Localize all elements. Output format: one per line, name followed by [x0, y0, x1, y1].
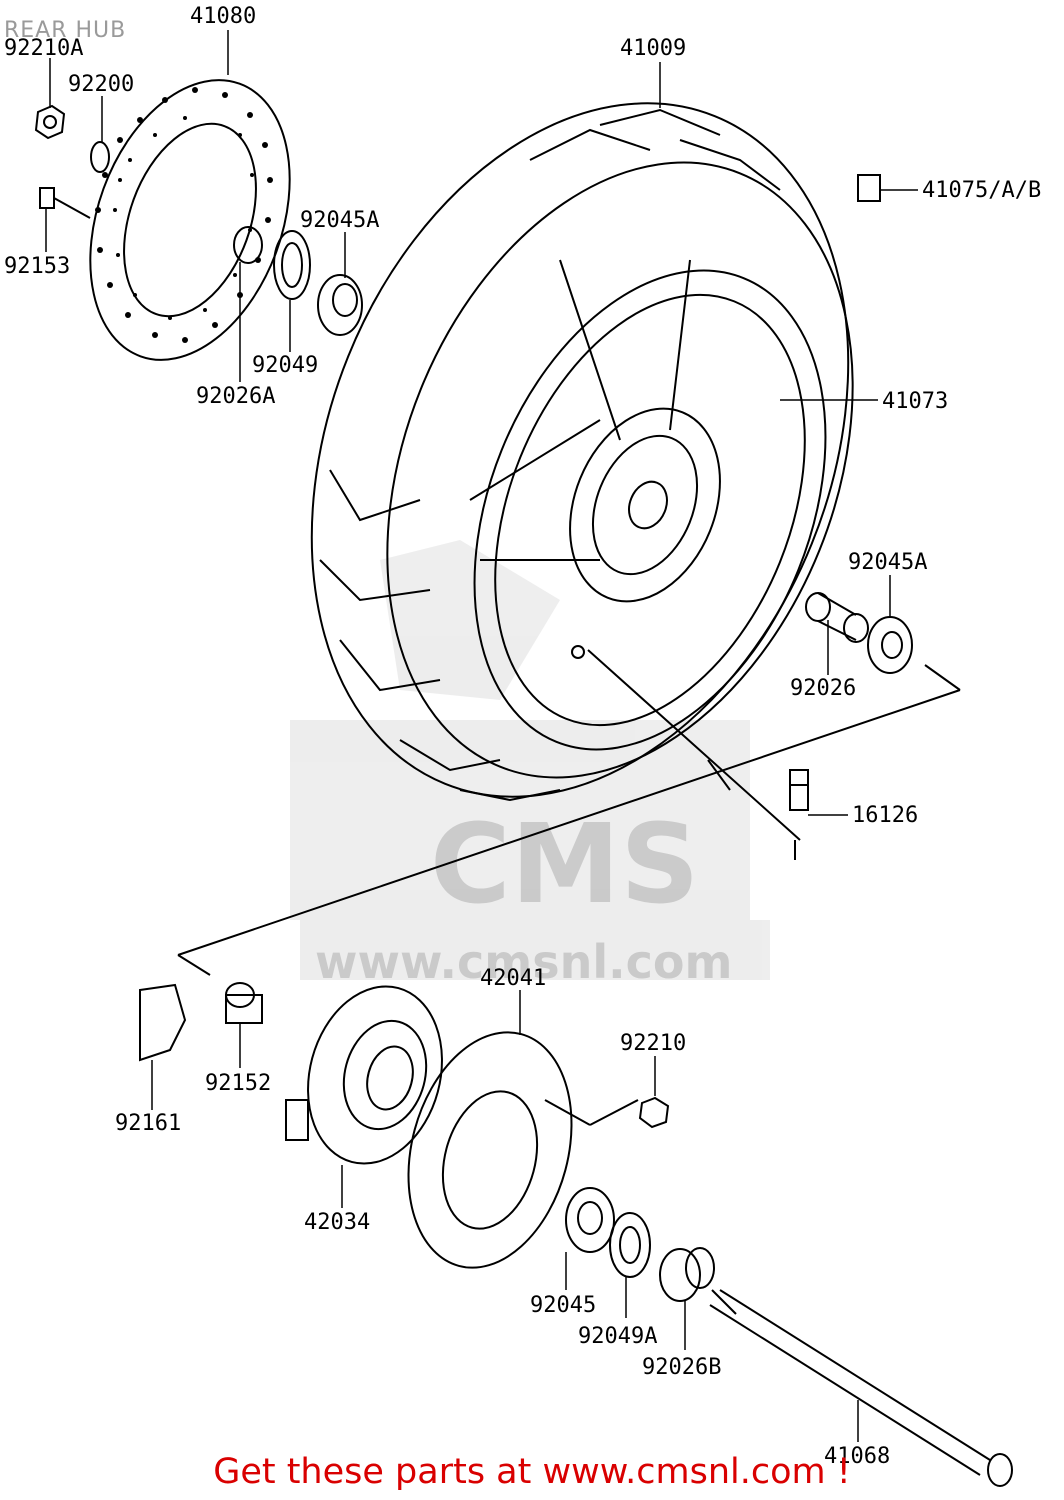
- part-label-16126: 16126: [852, 803, 919, 828]
- part-label-92045A-top: 92045A: [300, 208, 380, 233]
- part-label-92210: 92210: [620, 1031, 687, 1056]
- collar-92152: [225, 982, 263, 1024]
- seal-92049A: [609, 1212, 651, 1278]
- damper-92161: [139, 983, 187, 1062]
- watermark-logo: [290, 540, 770, 980]
- part-label-92026B: 92026B: [642, 1355, 722, 1380]
- bearing-92045A-right: [867, 616, 913, 674]
- bolt-92153: [39, 187, 91, 219]
- part-label-92153: 92153: [4, 254, 71, 279]
- part-label-92210A: 92210A: [4, 36, 84, 61]
- part-label-92045: 92045: [530, 1293, 597, 1318]
- part-label-41075: 41075/A/B: [922, 178, 1042, 203]
- part-label-42034: 42034: [304, 1210, 371, 1235]
- page-title: REAR HUB: [4, 18, 127, 43]
- collar-92026B: [659, 1247, 715, 1302]
- collar-92026: [805, 592, 869, 643]
- nut-92210A: [34, 104, 66, 140]
- footer-shop-link[interactable]: Get these parts at www.cmsnl.com !: [213, 1452, 851, 1492]
- watermark-brand: CMS: [430, 800, 699, 928]
- part-label-92049A: 92049A: [578, 1324, 658, 1349]
- part-label-92152: 92152: [205, 1071, 272, 1096]
- bearing-92045A-left: [317, 274, 363, 336]
- part-label-92026A: 92026A: [196, 384, 276, 409]
- seal-92049: [273, 230, 311, 300]
- part-label-92200: 92200: [68, 72, 135, 97]
- part-label-92026: 92026: [790, 676, 857, 701]
- washer-92200: [90, 141, 110, 173]
- part-label-92161: 92161: [115, 1111, 182, 1136]
- collar-92026A: [233, 226, 263, 264]
- balance-weight-41075: [857, 174, 881, 202]
- part-label-41068: 41068: [824, 1444, 891, 1469]
- nipple-16126: [789, 769, 809, 811]
- part-label-41073: 41073: [882, 389, 949, 414]
- part-label-41080: 41080: [190, 4, 257, 29]
- axle-41068: [709, 1289, 1013, 1487]
- nut-92210: [638, 1096, 670, 1129]
- brake-disc-41080: [89, 79, 291, 361]
- wheel-41009: [310, 102, 854, 802]
- part-label-41009: 41009: [620, 36, 687, 61]
- leader-lines: [45, 30, 918, 1442]
- part-label-92045A-right: 92045A: [848, 550, 928, 575]
- coupling-42034: [285, 985, 443, 1165]
- part-label-92049: 92049: [252, 353, 319, 378]
- part-label-42041: 42041: [480, 966, 547, 991]
- watermark-url: www.cmsnl.com: [315, 935, 732, 989]
- assembly-line: [177, 649, 961, 976]
- sprocket-42041: [407, 1031, 573, 1269]
- bearing-92045: [565, 1187, 615, 1253]
